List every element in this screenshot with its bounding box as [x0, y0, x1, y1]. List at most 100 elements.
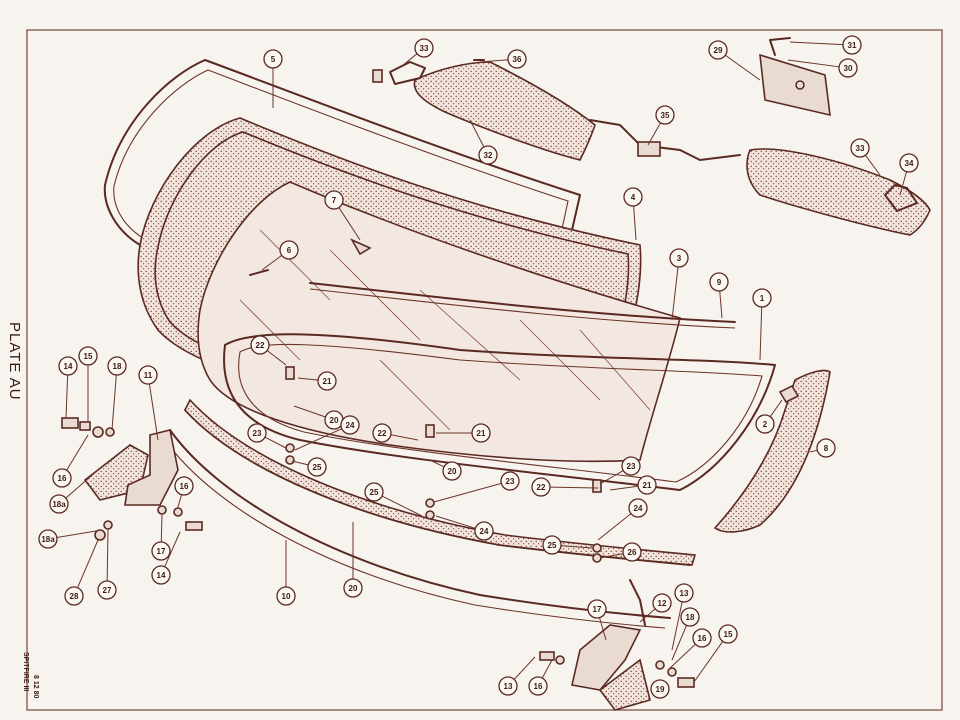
callout-circle	[752, 288, 772, 308]
leader-line	[667, 643, 696, 671]
leader-line	[264, 436, 287, 449]
callout-number: 28	[70, 592, 79, 601]
callout-number: 16	[58, 474, 67, 483]
visor-bracket-left	[389, 61, 426, 85]
callout-circle	[317, 371, 337, 391]
callout-circle	[52, 468, 72, 488]
callout-circle	[107, 356, 127, 376]
lower-rail-10	[169, 429, 671, 619]
leader-line	[261, 254, 283, 271]
callout-circle	[669, 248, 689, 268]
page-border	[26, 29, 943, 711]
leader-line	[479, 59, 509, 63]
leader-line	[435, 515, 476, 529]
callout-number: 12	[658, 599, 667, 608]
callout-4: 4	[623, 187, 643, 207]
callout-number: 18a	[52, 500, 66, 509]
callout-18: 18	[107, 356, 127, 376]
callout-circle	[680, 607, 700, 627]
callout-number: 9	[717, 278, 722, 287]
leader-line	[164, 531, 181, 567]
leader-line	[639, 608, 656, 623]
leader-line	[759, 306, 763, 361]
callout-number: 21	[643, 481, 652, 490]
leader-line	[433, 482, 502, 503]
callout-circle	[64, 586, 84, 606]
callout-31: 31	[842, 35, 862, 55]
leader-line	[597, 513, 632, 541]
callout-circle	[838, 58, 858, 78]
callout-21: 21	[317, 371, 337, 391]
leader-line	[390, 434, 419, 441]
callout-number: 16	[180, 482, 189, 491]
callout-18a: 18a	[38, 529, 58, 549]
callout-25: 25	[307, 457, 327, 477]
leader-line	[541, 659, 553, 679]
hinge-bracket-right	[571, 579, 651, 711]
callout-number: 25	[548, 541, 557, 550]
callout-22: 22	[250, 335, 270, 355]
callout-number: 32	[484, 151, 493, 160]
callout-circle	[652, 593, 672, 613]
callout-33: 33	[414, 38, 434, 58]
callout-circle	[279, 240, 299, 260]
leader-line	[671, 601, 683, 651]
leader-line	[725, 54, 761, 81]
callout-24: 24	[628, 498, 648, 518]
callout-27: 27	[97, 580, 117, 600]
leader-line	[809, 449, 818, 453]
callout-circle	[531, 477, 551, 497]
leader-line	[111, 374, 117, 431]
callout-24: 24	[340, 415, 360, 435]
callout-circle	[655, 105, 675, 125]
callout-circle	[622, 542, 642, 562]
callout-22: 22	[531, 477, 551, 497]
callout-13: 13	[674, 583, 694, 603]
callout-number: 11	[144, 371, 153, 380]
callout-circle	[692, 628, 712, 648]
callout-number: 18	[113, 362, 122, 371]
leader-line	[789, 41, 844, 46]
callout-25: 25	[542, 535, 562, 555]
callout-circle	[623, 187, 643, 207]
callout-number: 26	[628, 548, 637, 557]
callout-number: 33	[420, 44, 429, 53]
leader-line	[297, 377, 319, 381]
callout-24: 24	[474, 521, 494, 541]
callout-circle	[498, 676, 518, 696]
callout-36: 36	[507, 49, 527, 69]
callout-16: 16	[692, 628, 712, 648]
leader-line	[513, 656, 536, 680]
callout-number: 23	[506, 477, 515, 486]
leader-line	[469, 119, 485, 148]
callout-circle	[718, 624, 738, 644]
callout-number: 25	[313, 463, 322, 472]
callout-circle	[708, 40, 728, 60]
leader-line	[609, 485, 639, 491]
callout-number: 31	[848, 41, 857, 50]
model-label: SPITFIRE III	[22, 652, 29, 691]
leader-line	[56, 529, 103, 539]
callout-19: 19	[650, 679, 670, 699]
callout-28: 28	[64, 586, 84, 606]
callout-5: 5	[263, 49, 283, 69]
callout-number: 22	[537, 483, 546, 492]
leader-line	[719, 290, 723, 319]
sun-visor-left	[413, 61, 596, 161]
callout-circle	[364, 482, 384, 502]
leader-line	[429, 459, 445, 468]
callout-circle	[755, 414, 775, 434]
mirror-stem	[769, 37, 791, 56]
leader-line	[160, 514, 163, 543]
callout-1: 1	[752, 288, 772, 308]
callout-number: 8	[824, 444, 829, 453]
leader-line	[671, 625, 687, 661]
callout-30: 30	[838, 58, 858, 78]
callout-21: 21	[637, 475, 657, 495]
callout-16: 16	[174, 476, 194, 496]
leader-line	[599, 553, 624, 559]
leader-line	[66, 434, 89, 471]
clip-part-6	[249, 269, 269, 276]
callout-number: 14	[64, 362, 73, 371]
